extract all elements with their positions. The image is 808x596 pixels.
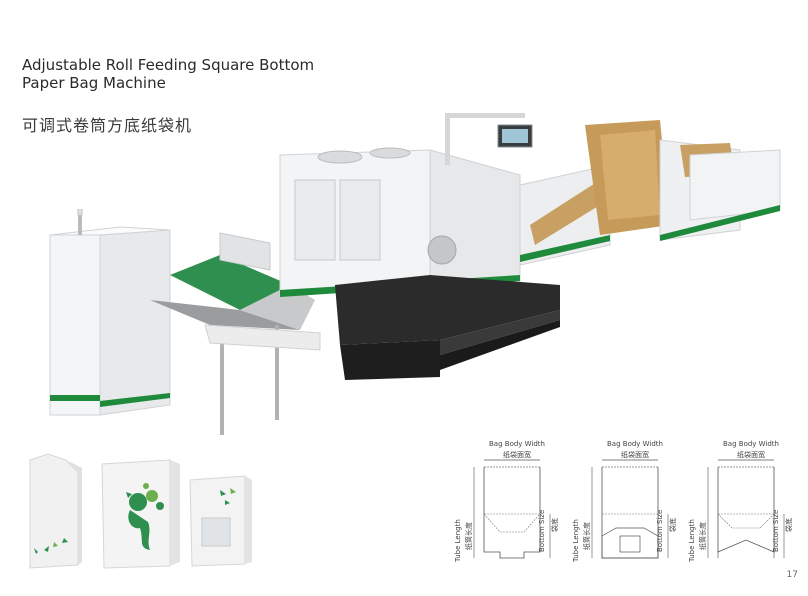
bag-body-width-label-zh: 纸袋面宽: [503, 451, 531, 459]
title-chinese: 可调式卷筒方底纸袋机: [22, 116, 193, 135]
bag-diagram-2: Bag Body Width 纸袋面宽 Tube Length 纸筒长度 Bot…: [572, 440, 690, 570]
tube-length-label-zh: 纸筒长度: [583, 522, 591, 550]
bag-sample-1: [29, 453, 82, 569]
page-title: Adjustable Roll Feeding Square Bottom Pa…: [22, 56, 342, 92]
tube-length-label: Tube Length: [454, 519, 462, 562]
page-number: 17: [786, 570, 798, 580]
bottom-size-label-zh: 袋底: [785, 518, 793, 532]
bottom-size-label: Bottom Size: [772, 509, 780, 552]
bottom-size-label-zh: 袋底: [551, 518, 559, 532]
tube-length-label: Tube Length: [688, 519, 696, 562]
bag-body-width-label-zh: 纸袋面宽: [737, 451, 765, 459]
title-line-1: Adjustable Roll Feeding Square Bottom: [22, 56, 315, 74]
bag-body-width-label: Bag Body Width: [607, 440, 663, 448]
bag-outline-drawing: [707, 459, 785, 558]
bag-body-width-label: Bag Body Width: [723, 440, 779, 448]
bag-body-width-label-zh: 纸袋面宽: [621, 451, 649, 459]
title-line-2: Paper Bag Machine: [22, 74, 166, 92]
bag-diagram-1: Bag Body Width 纸袋面宽 Tube Length 纸筒长度 Bot…: [454, 440, 572, 570]
bag-diagram-3: Bag Body Width 纸袋面宽 Tube Length 纸筒长度 Bot…: [688, 440, 806, 570]
bottom-size-label: Bottom Size: [656, 509, 664, 552]
bottom-size-label: Bottom Size: [538, 509, 546, 552]
tube-length-label-zh: 纸筒长度: [465, 522, 473, 550]
tube-length-label: Tube Length: [572, 519, 580, 562]
bottom-size-label-zh: 袋底: [669, 518, 677, 532]
bag-sample-3: [189, 475, 252, 567]
bag-sample-2: [101, 459, 180, 569]
bag-outline-drawing: [591, 459, 669, 559]
machine-illustration: [49, 113, 781, 435]
bag-body-width-label: Bag Body Width: [489, 440, 545, 448]
bag-outline-drawing: [473, 459, 551, 559]
sample-bags: [29, 453, 252, 569]
tube-length-label-zh: 纸筒长度: [699, 522, 707, 550]
